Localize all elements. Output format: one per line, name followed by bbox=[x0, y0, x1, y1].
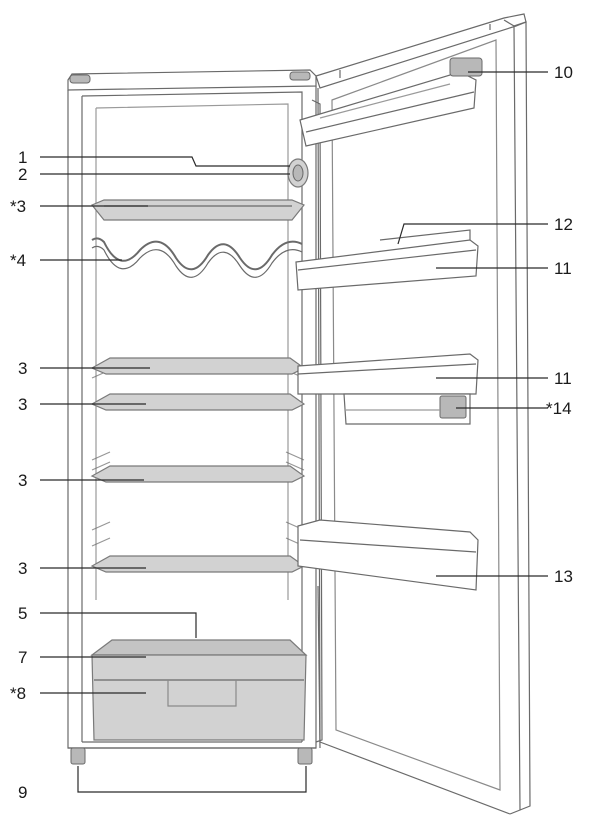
label-11: 11 bbox=[554, 369, 572, 388]
label-7: 7 bbox=[18, 648, 27, 667]
label-8-optional: *8 bbox=[10, 684, 26, 703]
door-bottle-shelf bbox=[297, 519, 479, 591]
label-1: 1 bbox=[18, 148, 27, 167]
glass-shelf-4 bbox=[90, 555, 306, 573]
label-2: 2 bbox=[18, 165, 27, 184]
door-shelf-upper bbox=[295, 229, 479, 291]
adjustable-feet bbox=[70, 747, 313, 765]
label-4-optional: *4 bbox=[10, 251, 26, 270]
label-3: 3 bbox=[18, 359, 27, 378]
glass-shelf-3 bbox=[90, 465, 306, 483]
label-13: 13 bbox=[554, 567, 573, 586]
crisper-drawer bbox=[91, 654, 307, 741]
label-10: 10 bbox=[554, 63, 573, 82]
dairy-compartment bbox=[299, 57, 483, 147]
glass-shelf-1 bbox=[90, 357, 306, 375]
glass-shelf-2 bbox=[90, 393, 306, 411]
shelf-supports bbox=[91, 369, 305, 547]
label-14-optional: *14 bbox=[546, 399, 572, 418]
label-3: 3 bbox=[18, 559, 27, 578]
crisper-cover bbox=[90, 639, 308, 656]
upper-glass-shelf bbox=[91, 199, 305, 221]
part-number-labels: 1 2 *3 *4 3 3 3 3 5 7 *8 9 10 12 11 11 *… bbox=[10, 63, 573, 802]
cabinet bbox=[67, 69, 317, 749]
label-12: 12 bbox=[554, 215, 573, 234]
leader-lines bbox=[40, 71, 548, 793]
label-11: 11 bbox=[554, 259, 572, 278]
door bbox=[311, 13, 531, 815]
egg-tray bbox=[343, 393, 471, 425]
label-3: 3 bbox=[18, 471, 27, 490]
label-3: 3 bbox=[18, 395, 27, 414]
label-9: 9 bbox=[18, 783, 27, 802]
interior-light bbox=[287, 158, 309, 188]
label-3-optional: *3 bbox=[10, 197, 26, 216]
wine-rack bbox=[91, 237, 303, 278]
label-5: 5 bbox=[18, 604, 27, 623]
door-shelf-middle bbox=[297, 353, 479, 395]
